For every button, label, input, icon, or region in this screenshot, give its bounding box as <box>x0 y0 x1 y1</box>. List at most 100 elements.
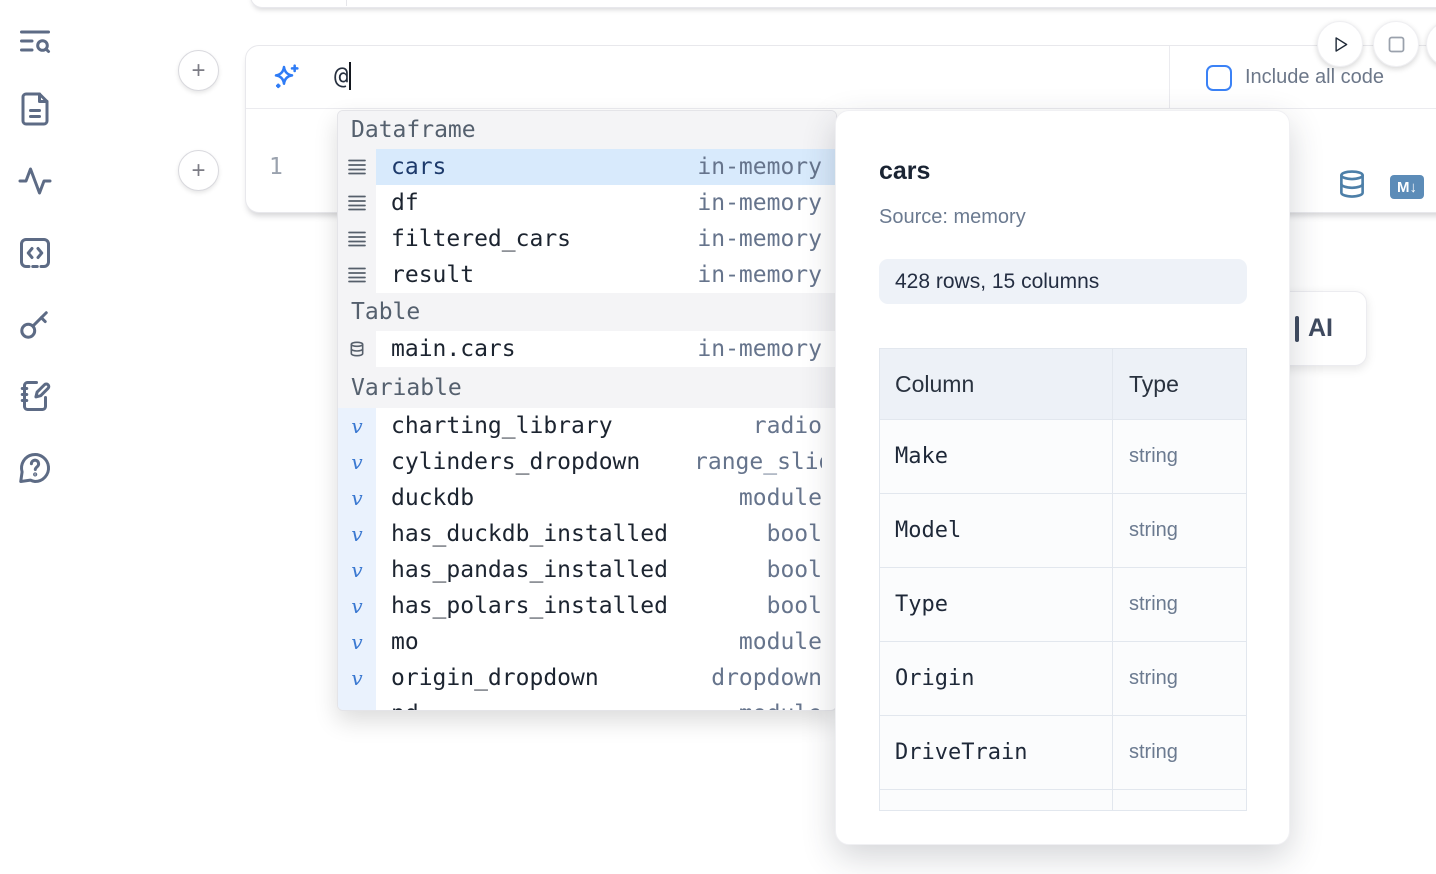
table-row-cell: Type <box>880 568 1113 642</box>
autocomplete-item-has-polars-installed[interactable]: v has_polars_installed bool <box>338 588 836 624</box>
column-name: Type <box>895 592 948 617</box>
autocomplete-item-has-duckdb-installed[interactable]: v has_duckdb_installed bool <box>338 516 836 552</box>
include-all-code-label: Include all code <box>1245 66 1384 88</box>
column-header: Column <box>880 349 1113 420</box>
item-type: dropdown <box>711 665 822 691</box>
scratchpad-code-icon[interactable] <box>17 235 53 271</box>
table-row-cell: string <box>1113 642 1246 716</box>
section-header-dataframe: Dataframe <box>338 111 836 149</box>
stop-cell-button[interactable] <box>1373 21 1419 67</box>
help-chat-icon[interactable] <box>17 450 53 486</box>
item-type: module <box>739 701 822 710</box>
table-row-cell: Origin <box>880 642 1113 716</box>
variable-icon: v <box>338 516 376 552</box>
item-type: in-memory <box>697 190 822 216</box>
previous-cell-divider <box>346 0 347 6</box>
item-type: in-memory <box>697 154 822 180</box>
ai-prompt-value: @ <box>334 62 349 90</box>
variable-icon: v <box>338 588 376 624</box>
item-type: bool <box>766 593 822 619</box>
table-row-cell: Make <box>880 420 1113 494</box>
variable-icon: v <box>338 444 376 480</box>
autocomplete-item-cars[interactable]: cars in-memory <box>338 149 836 185</box>
section-header-table: Table <box>338 293 836 331</box>
include-all-code-checkbox[interactable] <box>1206 64 1232 91</box>
table-row-cell: Model <box>880 494 1113 568</box>
item-type: module <box>738 485 822 511</box>
add-cell-above-button[interactable]: + <box>178 50 219 91</box>
key-icon[interactable] <box>17 306 53 342</box>
dataframe-preview-popup: cars Source: memory 428 rows, 15 columns… <box>835 110 1290 845</box>
autocomplete-item-result[interactable]: result in-memory <box>338 257 836 293</box>
clipped-glyph <box>1295 315 1299 342</box>
column-name: Origin <box>895 666 975 691</box>
item-name: main.cars <box>391 336 516 362</box>
table-row-cell: DriveTrain <box>880 716 1113 790</box>
text-search-icon[interactable] <box>17 23 53 59</box>
autocomplete-dropdown: Dataframe cars in-memory df in-memory fi… <box>337 110 837 711</box>
item-name: result <box>391 262 475 288</box>
line-number: 1 <box>269 154 283 180</box>
item-name: origin_dropdown <box>391 665 599 691</box>
item-name: charting_library <box>391 413 613 439</box>
activity-icon[interactable] <box>17 163 53 199</box>
variable-icon: v <box>338 696 376 710</box>
item-name: cylinders_dropdown <box>391 449 641 475</box>
table-database-icon <box>338 331 376 367</box>
autocomplete-item-mo[interactable]: v mo module <box>338 624 836 660</box>
dataframe-icon <box>338 185 376 221</box>
table-row-cell: string <box>1113 420 1246 494</box>
column-name: Model <box>895 518 962 543</box>
preview-source: Source: memory <box>879 206 1026 228</box>
dataframe-icon <box>338 257 376 293</box>
dataframe-icon <box>338 149 376 185</box>
item-name: duckdb <box>391 485 475 511</box>
autocomplete-item-origin-dropdown[interactable]: v origin_dropdown dropdown <box>338 660 836 696</box>
column-name: DriveTrain <box>895 740 1028 765</box>
type-header: Type <box>1113 349 1246 420</box>
run-cell-button[interactable] <box>1317 21 1363 67</box>
play-icon <box>1334 36 1347 52</box>
table-row-cell <box>1113 790 1246 810</box>
autocomplete-item-has-pandas-installed[interactable]: v has_pandas_installed bool <box>338 552 836 588</box>
item-type: in-memory <box>697 336 822 362</box>
table-row-cell <box>880 790 1113 810</box>
item-name: df <box>391 190 419 216</box>
text-cursor <box>349 62 352 90</box>
item-type: range_slider <box>694 449 822 475</box>
table-row-cell: string <box>1113 494 1246 568</box>
ai-prompt-input[interactable]: @ <box>334 62 352 90</box>
autocomplete-item-df[interactable]: df in-memory <box>338 185 836 221</box>
markdown-badge-icon[interactable]: M↓ <box>1390 175 1424 199</box>
database-icon[interactable] <box>1337 169 1367 201</box>
item-name: has_pandas_installed <box>391 557 668 583</box>
variable-icon: v <box>338 660 376 696</box>
autocomplete-item-main-cars[interactable]: main.cars in-memory <box>338 331 836 367</box>
item-name: has_polars_installed <box>391 593 668 619</box>
item-name: cars <box>391 154 447 180</box>
item-name: mo <box>391 629 419 655</box>
notebook-pen-icon[interactable] <box>17 378 53 414</box>
ai-button-label: AI <box>1308 314 1333 342</box>
autocomplete-item-charting-library[interactable]: v charting_library radio <box>338 408 836 444</box>
autocomplete-item-duckdb[interactable]: v duckdb module <box>338 480 836 516</box>
autocomplete-item-pd[interactable]: v pd module <box>338 696 836 710</box>
preview-shape-badge: 428 rows, 15 columns <box>879 259 1247 304</box>
ai-options-pane: Include all code <box>1169 46 1436 109</box>
column-type: string <box>1129 667 1178 689</box>
item-type: in-memory <box>697 262 822 288</box>
column-type: string <box>1129 741 1178 763</box>
sparkles-ai-icon <box>270 61 302 93</box>
sidebar <box>0 0 70 874</box>
item-type: in-memory <box>697 226 822 252</box>
file-text-icon[interactable] <box>17 91 53 127</box>
autocomplete-item-cylinders-dropdown[interactable]: v cylinders_dropdown range_slider <box>338 444 836 480</box>
autocomplete-item-filtered-cars[interactable]: filtered_cars in-memory <box>338 221 836 257</box>
add-cell-below-button[interactable]: + <box>178 150 219 191</box>
item-type: bool <box>766 521 822 547</box>
variable-icon: v <box>338 408 376 444</box>
variable-icon: v <box>338 552 376 588</box>
item-type: bool <box>766 557 822 583</box>
variable-icon: v <box>338 480 376 516</box>
column-type: string <box>1129 519 1178 541</box>
